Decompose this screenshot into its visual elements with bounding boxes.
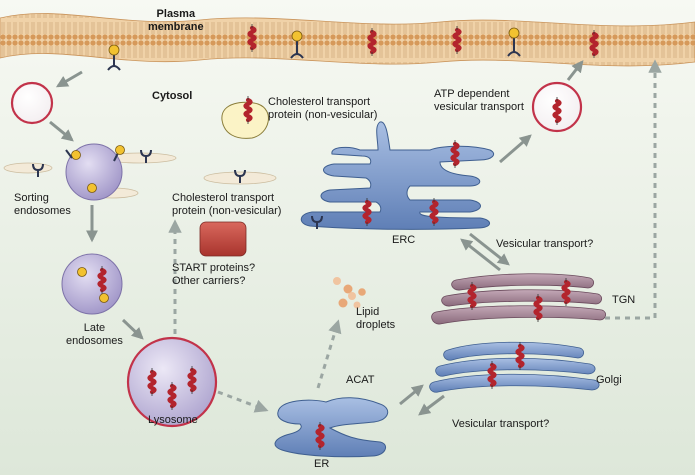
label-sorting-endosomes: Sorting endosomes (14, 192, 71, 217)
arrow-to-lysosome (121, 318, 144, 340)
arrow-erc-to-vesicle (499, 134, 532, 164)
cholesterol-transport-mid-icon (203, 169, 277, 185)
tgn-stack (431, 273, 606, 325)
arrow-lysosome-to-er (217, 390, 269, 413)
label-cytosol: Cytosol (152, 90, 193, 102)
label-golgi: Golgi (596, 374, 622, 386)
er-organelle (274, 397, 389, 458)
lysosome (126, 336, 218, 428)
arrow-endocytosis (55, 70, 83, 88)
plasma-membrane (0, 13, 695, 67)
receptor-icon (507, 27, 521, 57)
label-acat: ACAT (346, 374, 375, 386)
endocytic-vesicle (10, 81, 54, 125)
golgi-stack (429, 342, 600, 393)
label-lysosome: Lysosome (148, 414, 198, 426)
label-cholesterol-transport-top: Cholesterol transport protein (non-vesic… (268, 96, 378, 121)
label-plasma-membrane: Plasma membrane (148, 8, 204, 33)
label-lipid-droplets: Lipid droplets (356, 306, 396, 331)
label-vesicular-transport-lower: Vesicular transport? (452, 418, 550, 430)
arrow-vesicle-to-membrane (566, 60, 584, 81)
arrow-to-sorting (49, 120, 74, 142)
label-erc: ERC (392, 234, 416, 246)
cholesterol-protein-icon (221, 96, 269, 139)
label-atp-vesicular: ATP dependent vesicular transport (434, 88, 524, 113)
receptor-icon (290, 30, 304, 59)
late-endosome (61, 253, 123, 315)
label-late-endosomes: Late endosomes (66, 322, 123, 347)
sorting-endosome (3, 143, 177, 201)
label-tgn: TGN (612, 294, 636, 306)
erc-organelle (300, 121, 495, 230)
label-vesicular-transport-upper: Vesicular transport? (496, 238, 594, 250)
lipid-droplet-icon (333, 277, 366, 309)
start-protein-box-icon (199, 221, 247, 257)
arrow-er-to-golgi (399, 384, 424, 406)
arrow-erc-to-tgn (469, 232, 510, 266)
arrow-tgn-to-membrane (605, 59, 662, 320)
label-start-proteins: START proteins? Other carriers? (172, 262, 256, 287)
label-cholesterol-transport-mid: Cholesterol transport protein (non-vesic… (172, 192, 282, 217)
arrow-golgi-to-er (418, 394, 445, 416)
receptor-icon (107, 44, 121, 71)
label-er: ER (314, 458, 330, 470)
recycling-vesicle (531, 81, 583, 133)
arrow-er-to-lipid (316, 319, 342, 389)
arrow-tgn-to-erc (460, 238, 501, 272)
